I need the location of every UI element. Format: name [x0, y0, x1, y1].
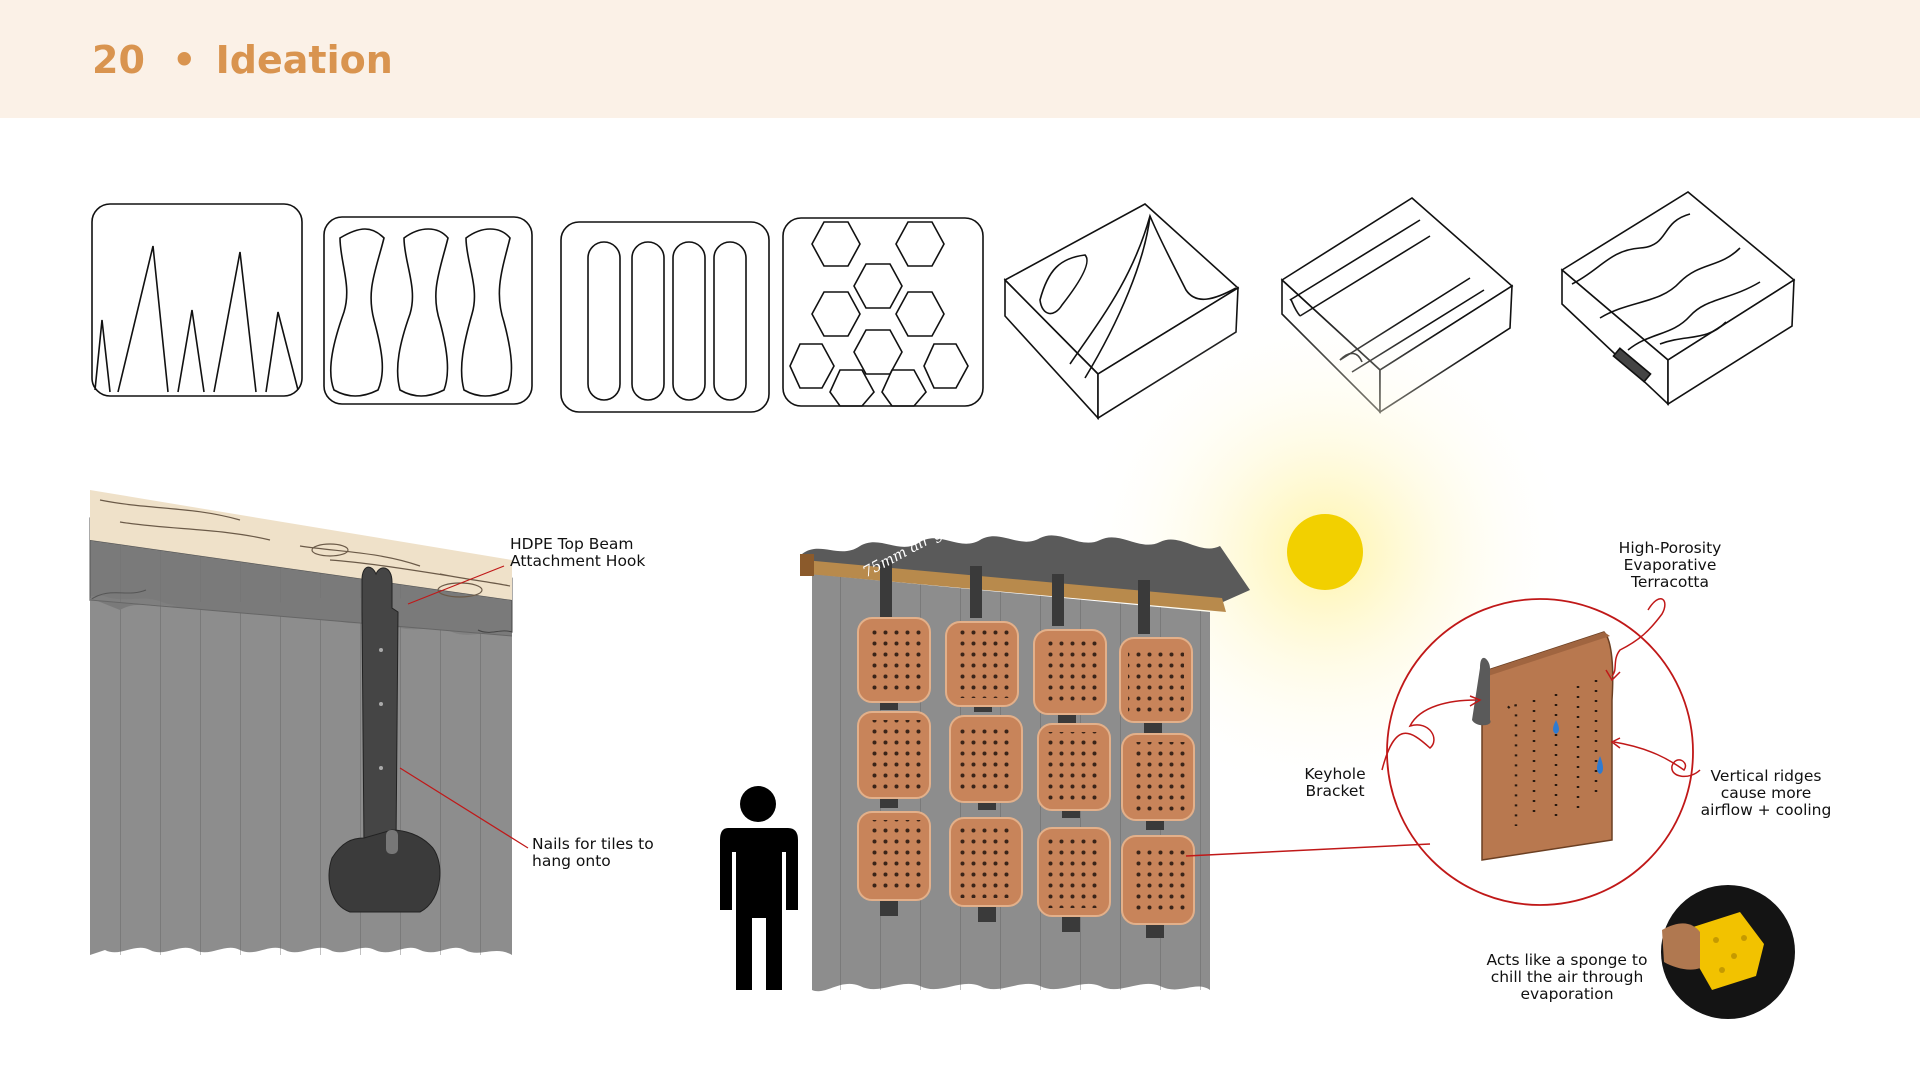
label-nails: Nails for tiles to hang onto [532, 835, 654, 870]
tile-column [1119, 580, 1195, 938]
label-hook: HDPE Top Beam Attachment Hook [510, 535, 646, 570]
tile-diagonal [1003, 203, 1240, 421]
label-sponge: Acts like a sponge to chill the air thro… [1486, 951, 1648, 1003]
title-bullet: • [172, 38, 197, 82]
leader-nails [399, 767, 529, 849]
leader-hook [407, 565, 505, 605]
tile-column [1033, 574, 1111, 932]
page-title: 20 • Ideation [92, 38, 393, 82]
hdpe-hook [328, 566, 441, 913]
sponge-photo [1661, 885, 1795, 1019]
label-ridges: Vertical ridges cause more airflow + coo… [1700, 767, 1832, 819]
sketch-hourglass [323, 216, 533, 405]
tile-column [945, 566, 1023, 922]
tile-column [857, 560, 931, 916]
header-bar: 20 • Ideation [0, 0, 1920, 118]
sketch-pills [560, 221, 770, 413]
tile-array [857, 560, 1195, 938]
sketch-hexagons [782, 217, 984, 407]
detail-callout [1185, 598, 1701, 906]
wood-beam [89, 490, 513, 601]
sketch-spikes [91, 203, 303, 397]
label-keyhole: Keyhole Bracket [1304, 765, 1366, 800]
title-text: Ideation [215, 38, 393, 82]
person-icon [720, 786, 798, 990]
slide-number: 20 [92, 38, 145, 82]
label-porosity: High-Porosity Evaporative Terracotta [1618, 539, 1722, 591]
wall-closeup [89, 538, 513, 955]
tile-organic [1560, 191, 1796, 406]
